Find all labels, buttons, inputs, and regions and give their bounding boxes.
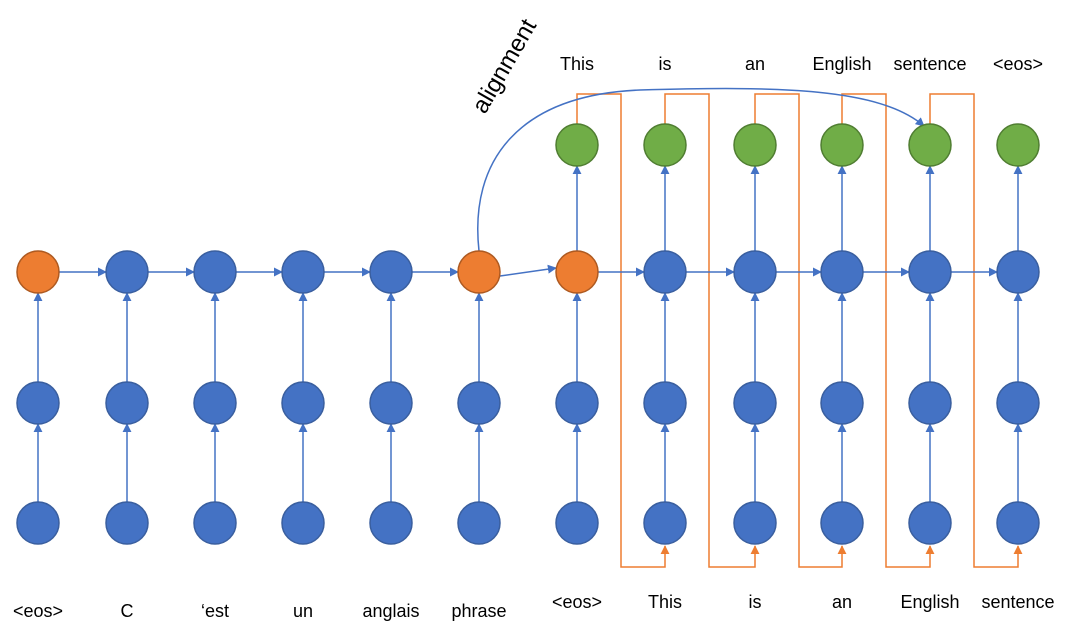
decoder-output-token-label: This [560, 54, 594, 74]
feedback-loop [841, 93, 935, 568]
decoder-output-node [908, 123, 952, 167]
encoder-embed-node [105, 501, 149, 545]
encoder-token-label: ‘est [201, 601, 229, 621]
decoder-output-token-label: is [659, 54, 672, 74]
encoder-lower-node [281, 381, 325, 425]
decoder-lower-node [996, 381, 1040, 425]
encoder-state-node [457, 250, 501, 294]
feedback-layer [576, 93, 1023, 568]
decoder-output-node [733, 123, 777, 167]
encoder-embed-node [16, 501, 60, 545]
encoder-embed-node [457, 501, 501, 545]
encoder-state-node [16, 250, 60, 294]
decoder-upper-node [908, 250, 952, 294]
decoder-embed-node [908, 501, 952, 545]
decoder-input-token-label: an [832, 592, 852, 612]
decoder-lower-node [733, 381, 777, 425]
decoder-input-token-label: is [749, 592, 762, 612]
alignment-curve [477, 87, 925, 252]
decoder-upper-node [733, 250, 777, 294]
decoder-input-token-label: This [648, 592, 682, 612]
encoder-embed-node [369, 501, 413, 545]
decoder-output-node [996, 123, 1040, 167]
decoder-upper-node [643, 250, 687, 294]
decoder-output-token-label: sentence [893, 54, 966, 74]
decoder-embed-node [643, 501, 687, 545]
label-layer: alignment <eos> C ‘est un anglais phrase <eos>… [13, 14, 1055, 621]
encoder-lower-node [16, 381, 60, 425]
feedback-loop [576, 93, 670, 568]
decoder-input-token-label: <eos> [552, 592, 602, 612]
node-layer [16, 123, 1040, 545]
encoder-token-label: phrase [451, 601, 506, 621]
decoder-embed-node [555, 501, 599, 545]
encoder-token-label: C [121, 601, 134, 621]
encoder-token-label: <eos> [13, 601, 63, 621]
decoder-embed-node [996, 501, 1040, 545]
alignment-label: alignment [467, 14, 543, 118]
decoder-upper-node [996, 250, 1040, 294]
encoder-upper-node [105, 250, 149, 294]
encoder-embed-node [281, 501, 325, 545]
decoder-embed-node [820, 501, 864, 545]
arrow-layer [33, 87, 1023, 502]
decoder-lower-node [643, 381, 687, 425]
encoder-embed-node [193, 501, 237, 545]
decoder-lower-node [908, 381, 952, 425]
encoder-lower-node [193, 381, 237, 425]
decoder-embed-node [733, 501, 777, 545]
decoder-input-token-label: sentence [981, 592, 1054, 612]
encoder-lower-node [105, 381, 149, 425]
feedback-loop [929, 93, 1023, 568]
decoder-output-node [555, 123, 599, 167]
decoder-input-token-label: English [900, 592, 959, 612]
feedback-loop [754, 93, 847, 568]
encoder-token-label: anglais [362, 601, 419, 621]
decoder-output-node [643, 123, 687, 167]
feedback-loop [664, 93, 760, 568]
decoder-state-node [555, 250, 599, 294]
decoder-output-token-label: <eos> [993, 54, 1043, 74]
encoder-lower-node [457, 381, 501, 425]
context-transfer-arrow [499, 264, 557, 277]
decoder-output-token-label: English [812, 54, 871, 74]
decoder-upper-node [820, 250, 864, 294]
encoder-token-label: un [293, 601, 313, 621]
decoder-lower-node [555, 381, 599, 425]
decoder-output-token-label: an [745, 54, 765, 74]
decoder-output-node [820, 123, 864, 167]
encoder-upper-node [369, 250, 413, 294]
encoder-upper-node [281, 250, 325, 294]
decoder-lower-node [820, 381, 864, 425]
encoder-lower-node [369, 381, 413, 425]
encoder-upper-node [193, 250, 237, 294]
